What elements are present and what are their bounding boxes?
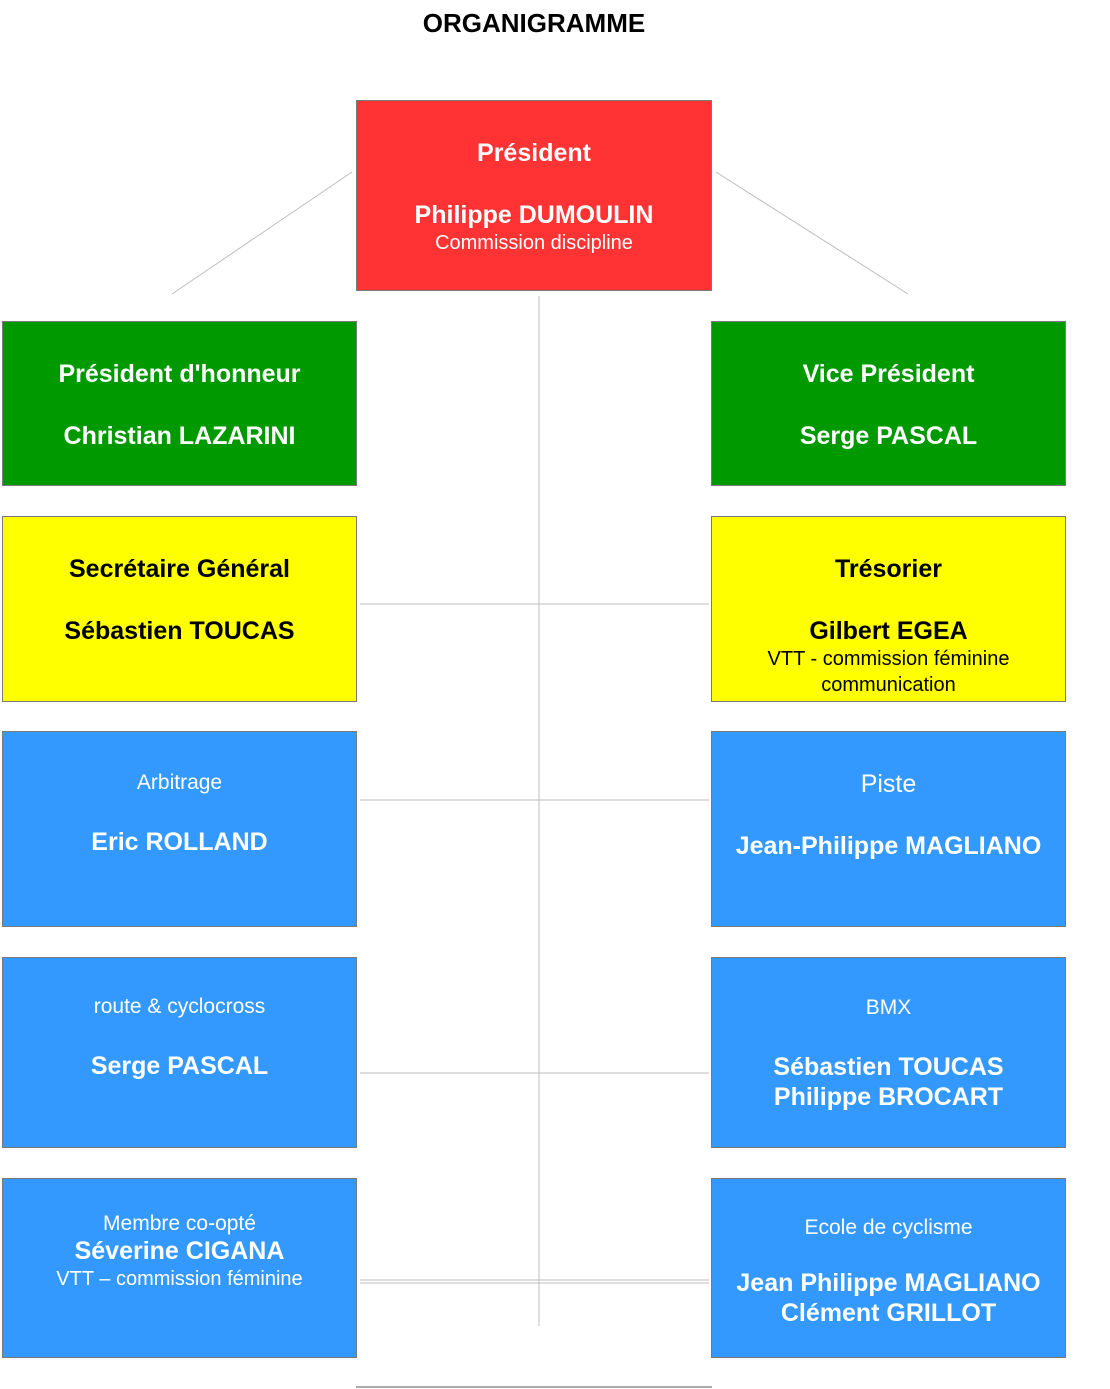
- treasurer-box: Trésorier Gilbert EGEA VTT - commission …: [711, 516, 1066, 702]
- secretary-general-name: Sébastien TOUCAS: [64, 617, 295, 645]
- cycling-school-box: Ecole de cyclisme Jean Philippe MAGLIANO…: [711, 1178, 1066, 1358]
- arbitrage-box: Arbitrage Eric ROLLAND: [2, 731, 357, 927]
- president-role: Président: [477, 139, 591, 167]
- treasurer-name: Gilbert EGEA: [809, 617, 968, 645]
- cycling-school-name-1: Jean Philippe MAGLIANO: [736, 1269, 1041, 1297]
- track-role: Piste: [860, 770, 917, 798]
- bmx-role: BMX: [865, 996, 912, 1019]
- co-opted-member-role: Membre co-opté: [103, 1212, 256, 1235]
- vice-president-name: Serge PASCAL: [799, 422, 978, 450]
- secretary-general-role: Secrétaire Général: [69, 555, 290, 583]
- president-name: Philippe DUMOULIN: [414, 201, 654, 229]
- treasurer-note-1: VTT - commission féminine: [767, 648, 1010, 670]
- co-opted-member-box: Membre co-opté Séverine CIGANA VTT – com…: [2, 1178, 357, 1358]
- president-box: Président Philippe DUMOULIN Commission d…: [356, 100, 712, 291]
- co-opted-member-note: VTT – commission féminine: [56, 1268, 303, 1290]
- connector-diagonal-right: [715, 171, 909, 295]
- track-name: Jean-Philippe MAGLIANO: [735, 832, 1042, 860]
- secretary-general-box: Secrétaire Général Sébastien TOUCAS: [2, 516, 357, 702]
- treasurer-note-2: communication: [821, 674, 956, 696]
- arbitrage-name: Eric ROLLAND: [91, 828, 268, 856]
- road-cyclocross-role: route & cyclocross: [93, 995, 266, 1018]
- road-cyclocross-name: Serge PASCAL: [90, 1052, 269, 1080]
- connector-diagonal-left: [171, 171, 353, 295]
- cycling-school-name-2: Clément GRILLOT: [780, 1299, 997, 1327]
- page-title: ORGANIGRAMME: [422, 8, 646, 38]
- honorary-president-role: Président d'honneur: [58, 360, 301, 388]
- bmx-name-2: Philippe BROCART: [773, 1083, 1004, 1111]
- bmx-name-1: Sébastien TOUCAS: [773, 1053, 1004, 1081]
- president-note: Commission discipline: [435, 232, 633, 254]
- arbitrage-role: Arbitrage: [136, 771, 223, 794]
- treasurer-role: Trésorier: [834, 555, 942, 583]
- track-box: Piste Jean-Philippe MAGLIANO: [711, 731, 1066, 927]
- road-cyclocross-box: route & cyclocross Serge PASCAL: [2, 957, 357, 1148]
- co-opted-member-name: Séverine CIGANA: [74, 1237, 285, 1265]
- vice-president-box: Vice Président Serge PASCAL: [711, 321, 1066, 486]
- honorary-president-name: Christian LAZARINI: [63, 422, 296, 450]
- cycling-school-role: Ecole de cyclisme: [804, 1216, 973, 1239]
- bmx-box: BMX Sébastien TOUCAS Philippe BROCART: [711, 957, 1066, 1148]
- vice-president-role: Vice Président: [802, 360, 975, 388]
- honorary-president-box: Président d'honneur Christian LAZARINI: [2, 321, 357, 486]
